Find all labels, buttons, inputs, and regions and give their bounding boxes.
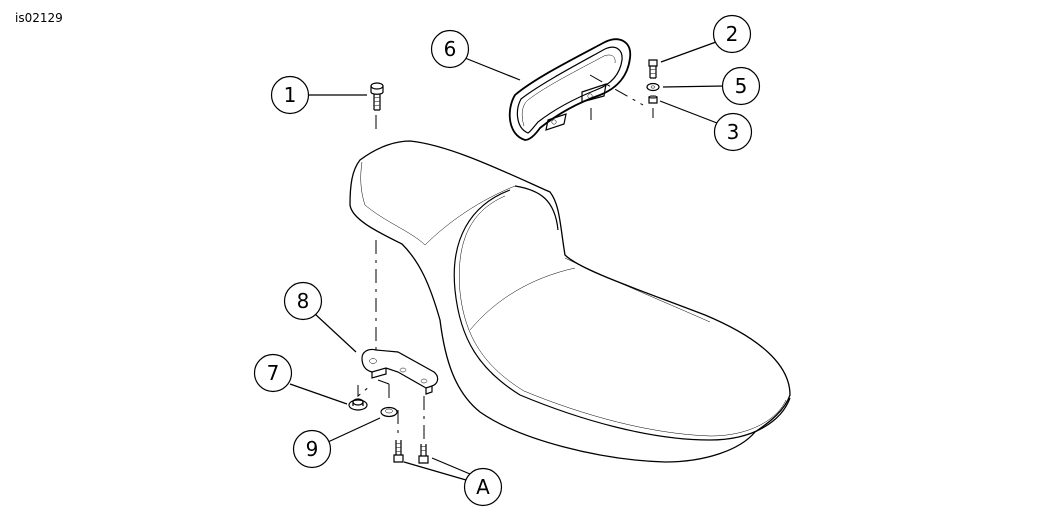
callout-1: 1: [270, 75, 310, 115]
washer-5: [646, 82, 660, 92]
figure-id: is02129: [15, 11, 63, 25]
screw-2: [648, 59, 658, 79]
callout-5: 5: [721, 66, 761, 106]
leader-lines: [289, 41, 725, 481]
svg-text:8: 8: [297, 289, 310, 313]
callout-7: 7: [253, 353, 293, 393]
svg-text:1: 1: [284, 83, 297, 107]
svg-text:6: 6: [444, 37, 457, 61]
callout-8: 8: [283, 281, 323, 321]
screw-a-right: [418, 444, 429, 464]
grab-strap: [508, 38, 632, 141]
svg-text:7: 7: [267, 361, 280, 385]
svg-text:3: 3: [727, 120, 740, 144]
callout-2: 2: [712, 14, 752, 54]
callout-3: 3: [713, 112, 753, 152]
callout-6: 6: [430, 29, 470, 69]
centerline-7: [357, 385, 371, 398]
centerline-strap: [589, 74, 644, 106]
svg-text:9: 9: [306, 437, 319, 461]
screw-1: [370, 82, 384, 111]
seat: [349, 140, 791, 463]
nut-3: [648, 95, 658, 104]
centerline-9b: [377, 379, 390, 385]
callout-9: 9: [292, 429, 332, 469]
screw-a-left: [393, 440, 404, 463]
svg-text:2: 2: [726, 22, 739, 46]
washer-9: [380, 406, 398, 418]
svg-text:A: A: [476, 475, 490, 499]
svg-text:5: 5: [735, 74, 748, 98]
washer-7: [348, 398, 368, 411]
bracket-8: [361, 348, 439, 395]
callout-a: A: [463, 467, 503, 507]
